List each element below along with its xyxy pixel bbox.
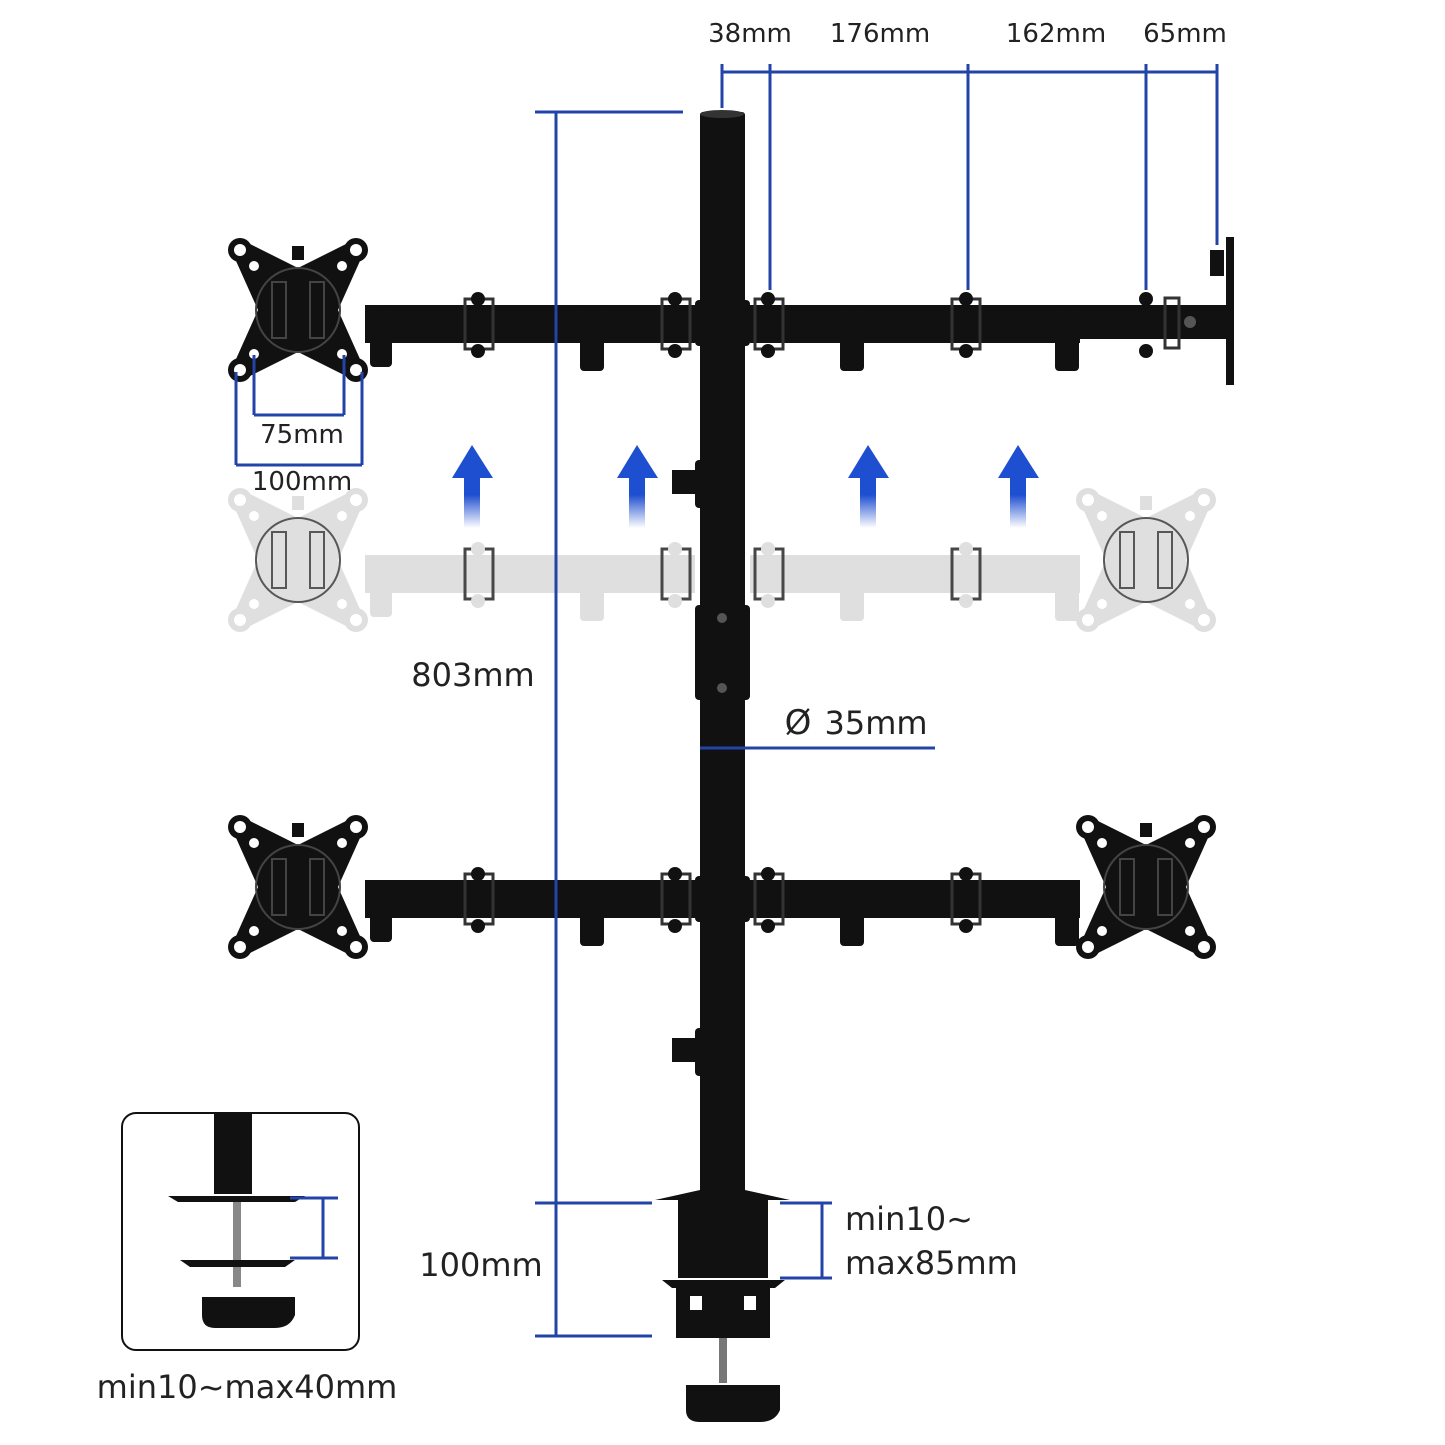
grommet-inset — [121, 1112, 360, 1351]
upper-arm-assembly — [227, 237, 1234, 385]
vesa-plate-bottom-right — [1075, 814, 1217, 960]
up-arrow-icon — [998, 445, 1039, 528]
vesa-100-label: 100mm — [252, 467, 352, 497]
raise-arrows — [452, 445, 1039, 528]
pole-height-label: 803mm — [411, 656, 534, 694]
pole-diameter-label: 35mm — [824, 704, 927, 742]
vesa-plate-top-left — [227, 237, 369, 383]
dimension-lines — [234, 64, 1219, 1338]
up-arrow-icon — [848, 445, 889, 528]
up-arrow-icon — [617, 445, 658, 528]
spacing-label-162: 162mm — [1006, 19, 1106, 49]
clamp-range-label-line1: min10~ — [845, 1200, 973, 1238]
pole — [672, 110, 750, 1197]
clamp-height-label: 100mm — [419, 1246, 542, 1284]
dimension-labels: 38mm 176mm 162mm 65mm 75mm 100mm 803mm Ø… — [97, 19, 1227, 1406]
desk-clamp — [655, 1190, 790, 1422]
diameter-icon: Ø — [785, 703, 812, 743]
up-arrow-icon — [452, 445, 493, 528]
grommet-range-label: min10~max40mm — [97, 1368, 398, 1406]
vesa-plate-bottom-left — [227, 814, 369, 960]
spacing-label-38: 38mm — [708, 19, 792, 49]
vesa-75-label: 75mm — [260, 420, 344, 450]
ghost-vesa-plate-left — [227, 487, 369, 633]
spacing-label-65: 65mm — [1143, 19, 1227, 49]
ghost-vesa-plate-right — [1075, 487, 1217, 633]
side-view-vesa-plate — [1226, 237, 1234, 385]
spacing-label-176: 176mm — [830, 19, 930, 49]
clamp-range-label-line2: max85mm — [845, 1244, 1018, 1282]
